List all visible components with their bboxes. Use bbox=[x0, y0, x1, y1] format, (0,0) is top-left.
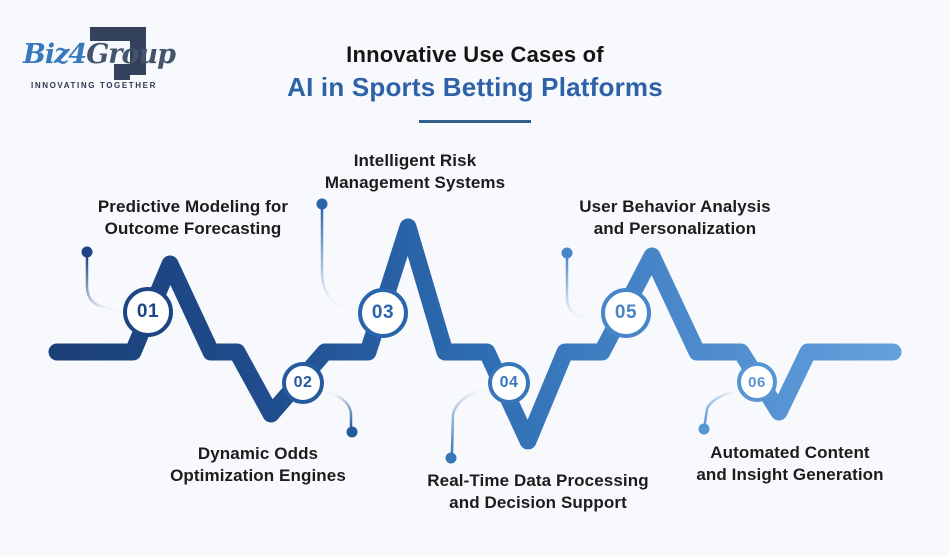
logo-word-biz: Biz bbox=[23, 39, 69, 70]
connector-line-3 bbox=[320, 207, 342, 308]
step-label-04-line2: and Decision Support bbox=[449, 493, 627, 513]
step-label-05-line1: User Behavior Analysis bbox=[579, 197, 771, 216]
logo-word-group: Group bbox=[86, 39, 176, 70]
step-label-06-line2: and Insight Generation bbox=[696, 465, 884, 485]
step-label-02-line2: Optimization Engines bbox=[170, 466, 346, 486]
logo-bracket-square bbox=[114, 64, 130, 80]
step-label-03: Intelligent Risk Management Systems bbox=[285, 150, 545, 195]
step-label-01-line1: Predictive Modeling for bbox=[97, 197, 289, 216]
step-label-02: Dynamic Odds Optimization Engines bbox=[138, 443, 378, 488]
page-title-line2: AI in Sports Betting Platforms bbox=[287, 72, 663, 102]
connector-dot-3 bbox=[316, 198, 328, 210]
step-label-06-line1: Automated Content bbox=[710, 443, 870, 462]
step-label-02-line1: Dynamic Odds bbox=[197, 444, 319, 463]
step-label-04-line1: Real-Time Data Processing bbox=[427, 471, 649, 490]
connector-dot-6 bbox=[698, 423, 710, 435]
page-title-line1: Innovative Use Cases of bbox=[346, 42, 604, 67]
page-header: Innovative Use Cases of AI in Sports Bet… bbox=[0, 42, 950, 123]
connector-line-2 bbox=[327, 390, 353, 428]
step-number-03: 03 bbox=[371, 302, 395, 323]
step-circle-03: 03 bbox=[358, 288, 408, 338]
connector-dot-4 bbox=[445, 452, 457, 464]
step-number-04: 04 bbox=[499, 374, 519, 391]
logo-tagline: INNOVATING TOGETHER bbox=[31, 81, 157, 90]
step-number-01: 01 bbox=[136, 301, 160, 322]
connector-line-1 bbox=[85, 255, 118, 312]
pulse-line bbox=[48, 218, 902, 450]
connector-dot-1 bbox=[81, 246, 93, 258]
connector-line-4 bbox=[450, 387, 487, 454]
step-circle-06: 06 bbox=[737, 362, 777, 402]
step-label-01-line2: Outcome Forecasting bbox=[104, 219, 282, 239]
step-circle-04: 04 bbox=[488, 362, 530, 404]
step-label-05: User Behavior Analysis and Personalizati… bbox=[545, 196, 805, 241]
step-label-04: Real-Time Data Processing and Decision S… bbox=[398, 470, 678, 515]
step-circle-05: 05 bbox=[601, 288, 651, 338]
step-number-02: 02 bbox=[293, 374, 313, 391]
logo-wordmark: Biz4Group bbox=[23, 39, 176, 70]
step-label-06: Automated Content and Insight Generation bbox=[660, 442, 920, 487]
step-label-01: Predictive Modeling for Outcome Forecast… bbox=[63, 196, 323, 241]
connector-dot-2 bbox=[346, 426, 358, 438]
step-label-05-line2: and Personalization bbox=[593, 219, 757, 239]
title-underline bbox=[419, 120, 531, 123]
step-number-05: 05 bbox=[614, 302, 638, 323]
brand-logo: Biz4Group INNOVATING TOGETHER bbox=[15, 15, 176, 97]
logo-bracket-right bbox=[130, 27, 146, 75]
step-circle-02: 02 bbox=[282, 362, 324, 404]
step-label-03-line1: Intelligent Risk bbox=[353, 151, 477, 170]
step-circle-01: 01 bbox=[123, 287, 173, 337]
step-label-03-line2: Management Systems bbox=[324, 173, 506, 193]
step-number-06: 06 bbox=[748, 373, 766, 391]
connector-line-5 bbox=[565, 256, 586, 319]
logo-word-4: 4 bbox=[68, 39, 87, 70]
connector-line-6 bbox=[703, 389, 738, 425]
connector-dot-5 bbox=[561, 247, 573, 259]
